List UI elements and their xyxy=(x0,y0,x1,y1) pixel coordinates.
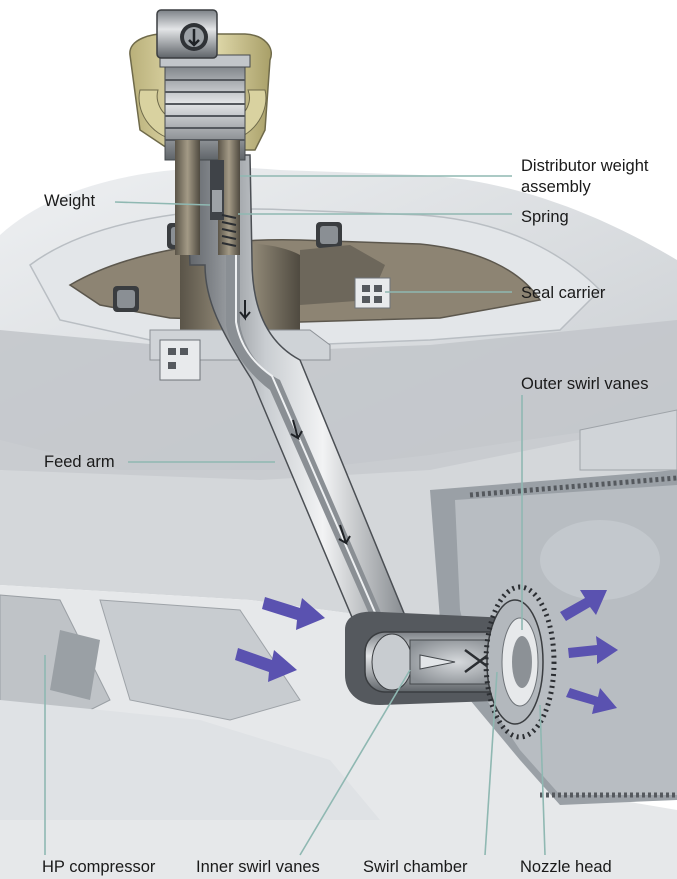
seal-carrier xyxy=(159,277,391,381)
label-swirl-chamber: Swirl chamber xyxy=(363,858,468,876)
leader-nozzle-head xyxy=(539,704,546,856)
distributor-weight-assembly xyxy=(210,160,237,247)
label-distributor-weight-assembly-line1: Distributor weight xyxy=(521,157,649,175)
label-inner-swirl-vanes: Inner swirl vanes xyxy=(196,858,320,876)
top-fitting xyxy=(129,9,272,255)
label-hp-compressor: HP compressor xyxy=(42,858,156,876)
label-outer-swirl-vanes: Outer swirl vanes xyxy=(521,375,649,393)
label-weight: Weight xyxy=(44,192,96,210)
label-feed-arm: Feed arm xyxy=(44,453,115,471)
label-seal-carrier: Seal carrier xyxy=(521,284,606,302)
label-nozzle-head: Nozzle head xyxy=(520,858,612,876)
label-spring: Spring xyxy=(521,208,569,226)
airflow-arrows xyxy=(235,590,618,714)
leader-lines xyxy=(44,175,546,856)
label-distributor-weight-assembly-line2: assembly xyxy=(521,178,591,196)
leader-inner-swirl-vanes xyxy=(299,669,411,856)
nozzle-head xyxy=(345,584,557,740)
leader-swirl-chamber xyxy=(484,671,498,856)
leader-weight xyxy=(114,201,211,206)
